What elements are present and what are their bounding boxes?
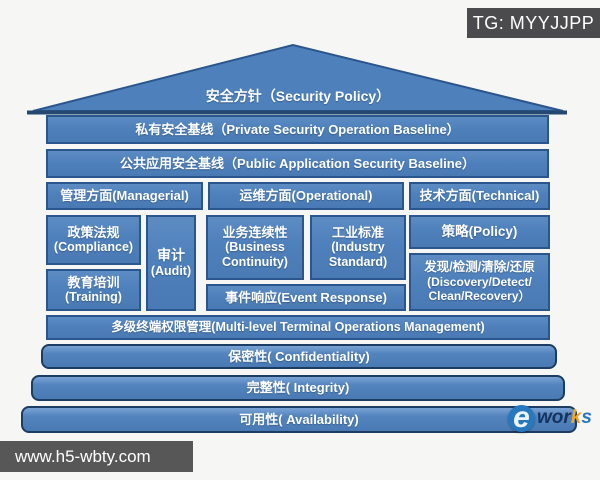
row-multilevel-terminal-management: 多级终端权限管理(Multi-level Terminal Operations…	[46, 315, 550, 340]
industry-standard-en2: Standard)	[328, 255, 388, 270]
row-public-application-baseline: 公共应用安全基线（Public Application Security Bas…	[46, 149, 549, 178]
compliance-en: (Compliance)	[53, 240, 134, 255]
box-technical: 技术方面(Technical)	[409, 182, 550, 210]
training-en: (Training)	[65, 290, 122, 305]
box-event-response: 事件响应(Event Response)	[206, 284, 406, 311]
training-zh: 教育培训	[67, 274, 120, 290]
row-confidentiality: 保密性( Confidentiality)	[41, 344, 557, 369]
business-continuity-en1: (Business	[225, 240, 285, 255]
tg-watermark-badge: TG: MYYJJPP	[467, 8, 600, 38]
compliance-zh: 政策法规	[67, 224, 120, 240]
box-operational: 运维方面(Operational)	[208, 182, 404, 210]
box-compliance: 政策法规 (Compliance)	[46, 215, 141, 265]
discovery-line3: Clean/Recovery）	[428, 289, 531, 304]
row-private-security-baseline: 私有安全基线（Private Security Operation Baseli…	[46, 115, 549, 144]
discovery-line1: 发现/检测/清除/还原	[424, 260, 535, 275]
site-watermark-badge: www.h5-wbty.com	[0, 441, 193, 472]
audit-en: (Audit)	[150, 263, 192, 278]
box-audit: 审计 (Audit)	[146, 215, 196, 311]
row-integrity: 完整性( Integrity)	[31, 375, 565, 401]
business-continuity-zh: 业务连续性	[222, 225, 288, 241]
box-discovery-detect-clean-recovery: 发现/检测/清除/还原 (Discovery/Detect/ Clean/Rec…	[409, 253, 550, 311]
roof-shape	[27, 43, 567, 115]
box-training: 教育培训 (Training)	[46, 269, 141, 311]
roof-label: 安全方针（Security Policy）	[205, 88, 391, 104]
industry-standard-zh: 工业标准	[331, 225, 384, 241]
box-policy: 策略(Policy)	[409, 215, 550, 249]
box-managerial: 管理方面(Managerial)	[46, 182, 203, 210]
audit-zh: 审计	[157, 247, 185, 264]
discovery-line2: (Discovery/Detect/	[427, 275, 532, 290]
eworks-logo-s: s	[581, 407, 592, 428]
industry-standard-en1: (Industry	[331, 240, 385, 255]
business-continuity-en2: Continuity)	[222, 255, 288, 270]
row-availability: 可用性( Availability)	[21, 406, 577, 433]
box-business-continuity: 业务连续性 (Business Continuity)	[206, 215, 304, 280]
box-industry-standard: 工业标准 (Industry Standard)	[310, 215, 406, 280]
